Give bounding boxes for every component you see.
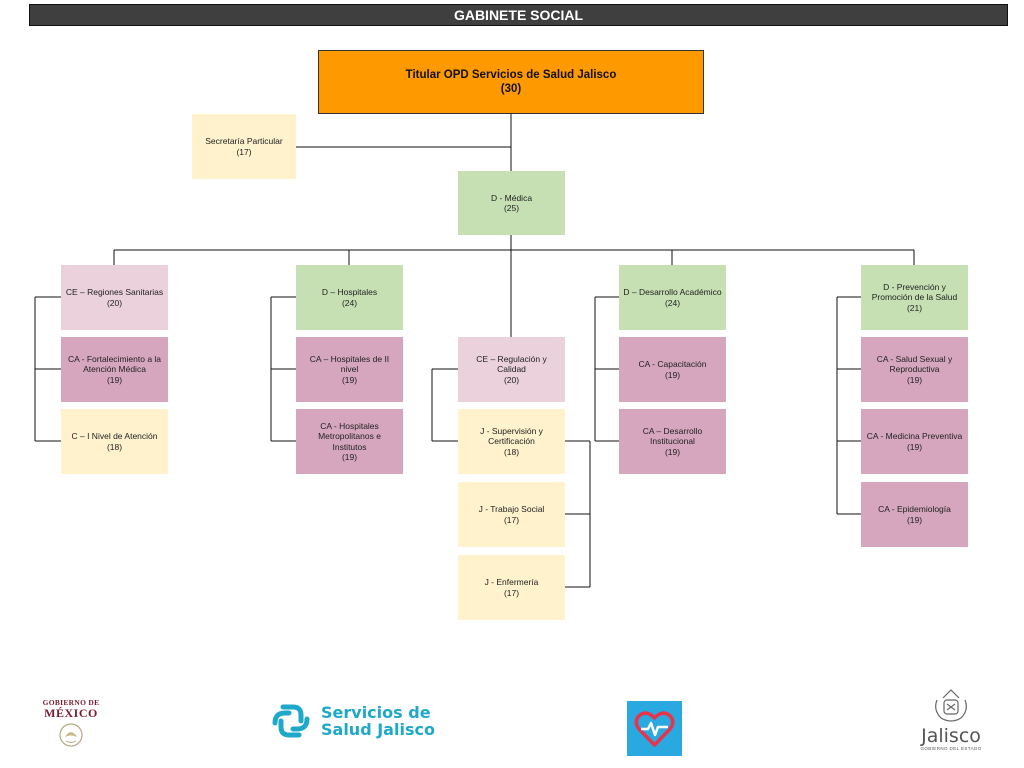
node-regulacion-level: (20)	[503, 374, 520, 385]
node-primer-nivel-level: (18)	[106, 441, 123, 452]
node-prevencion-level: (21)	[906, 302, 923, 313]
node-supervision-level: (18)	[503, 446, 520, 457]
node-primer-nivel: C – I Nivel de Atención (18)	[61, 409, 168, 474]
jalisco-logo: Jalisco GOBIERNO DEL ESTADO	[910, 686, 992, 758]
node-desarrollo-academico: D – Desarrollo Académico (24)	[619, 265, 726, 330]
node-secretaria: Secretaría Particular (17)	[192, 114, 296, 179]
ssj-knot-icon	[272, 704, 310, 738]
node-titular: Titular OPD Servicios de Salud Jalisco (…	[318, 50, 704, 114]
node-desarrollo-academico-name: D – Desarrollo Académico	[623, 287, 722, 297]
node-medica-name: D - Médica	[490, 192, 533, 203]
node-regulacion-name: CE – Regulación y Calidad	[476, 353, 547, 375]
node-hospitales-metro-name: CA - Hospitales Metropolitanos e Institu…	[318, 420, 381, 452]
page-title: GABINETE SOCIAL	[453, 7, 584, 23]
heart-health-logo	[627, 701, 682, 756]
ssj-line2: Salud Jalisco	[321, 720, 435, 739]
node-salud-sexual-level: (19)	[906, 374, 923, 385]
node-hospitales-metro-level: (19)	[341, 452, 358, 462]
heart-pulse-icon	[634, 711, 675, 747]
node-salud-sexual: CA - Salud Sexual y Reproductiva (19)	[861, 337, 968, 402]
node-medicina-preventiva-name: CA - Medicina Preventiva	[866, 431, 963, 441]
node-fortalecimiento: CA - Fortalecimiento a la Atención Médic…	[61, 337, 168, 402]
node-epidemiologia-level: (19)	[906, 514, 923, 525]
node-trabajo-social-name: J - Trabajo Social	[478, 504, 545, 514]
node-regiones-name: CE – Regiones Sanitarias	[65, 287, 164, 297]
node-capacitacion-name: CA - Capacitación	[638, 359, 707, 369]
node-enfermeria-name: J - Enfermería	[484, 577, 539, 587]
page-header: GABINETE SOCIAL	[29, 4, 1008, 26]
eagle-emblem-icon	[59, 723, 83, 747]
node-desarrollo-institucional: CA – Desarrollo Institucional (19)	[619, 409, 726, 474]
node-trabajo-social-level: (17)	[503, 514, 520, 525]
node-fortalecimiento-level: (19)	[106, 374, 123, 385]
node-hospitales: D – Hospitales (24)	[296, 265, 403, 330]
node-medica-level: (25)	[503, 203, 520, 213]
jalisco-sub: GOBIERNO DEL ESTADO	[920, 746, 982, 751]
node-capacitacion-level: (19)	[664, 369, 681, 380]
node-regiones-level: (20)	[106, 297, 123, 308]
node-trabajo-social: J - Trabajo Social (17)	[458, 482, 565, 547]
node-salud-sexual-name: CA - Salud Sexual y Reproductiva	[876, 353, 953, 375]
node-titular-name: Titular OPD Servicios de Salud Jalisco	[405, 69, 617, 81]
node-supervision: J - Supervisión y Certificación (18)	[458, 409, 565, 474]
node-hospitales-ii-level: (19)	[341, 374, 358, 385]
gobierno-mexico-line1: GOBIERNO DE	[42, 698, 100, 707]
node-enfermeria: J - Enfermería (17)	[458, 555, 565, 620]
node-supervision-name: J - Supervisión y Certificación	[480, 425, 543, 447]
node-medica: D - Médica (25)	[458, 171, 565, 235]
node-epidemiologia-name: CA - Epidemiología	[878, 504, 951, 514]
gobierno-mexico-line2: MÉXICO	[44, 706, 98, 720]
node-prevencion-name: D - Prevención y Promoción de la Salud	[871, 281, 958, 303]
node-regiones: CE – Regiones Sanitarias (20)	[61, 265, 168, 330]
node-secretaria-name: Secretaría Particular	[205, 136, 283, 146]
node-desarrollo-academico-level: (24)	[664, 297, 681, 308]
node-hospitales-ii-name: CA – Hospitales de II nivel	[309, 353, 390, 375]
node-hospitales-metro: CA - Hospitales Metropolitanos e Institu…	[296, 409, 403, 474]
node-fortalecimiento-name: CA - Fortalecimiento a la Atención Médic…	[67, 353, 162, 375]
node-titular-level: (30)	[500, 83, 522, 95]
node-medicina-preventiva-level: (19)	[906, 441, 923, 452]
node-hospitales-level: (24)	[341, 297, 358, 308]
node-secretaria-level: (17)	[236, 146, 252, 157]
node-medicina-preventiva: CA - Medicina Preventiva (19)	[861, 409, 968, 474]
ssj-line1: Servicios de	[321, 703, 431, 722]
ssj-logo: Servicios de Salud Jalisco	[269, 698, 449, 744]
node-epidemiologia: CA - Epidemiología (19)	[861, 482, 968, 547]
node-hospitales-ii: CA – Hospitales de II nivel (19)	[296, 337, 403, 402]
node-capacitacion: CA - Capacitación (19)	[619, 337, 726, 402]
jalisco-name: Jalisco	[921, 725, 981, 747]
node-desarrollo-institucional-name: CA – Desarrollo Institucional	[642, 425, 703, 447]
node-hospitales-name: D – Hospitales	[321, 287, 378, 297]
node-enfermeria-level: (17)	[503, 587, 520, 598]
jalisco-crest-icon	[935, 689, 967, 722]
gobierno-mexico-logo: GOBIERNO DE MÉXICO	[36, 698, 106, 754]
node-prevencion: D - Prevención y Promoción de la Salud (…	[861, 265, 968, 330]
node-regulacion: CE – Regulación y Calidad (20)	[458, 337, 565, 402]
node-desarrollo-institucional-level: (19)	[664, 446, 681, 457]
node-primer-nivel-name: C – I Nivel de Atención	[71, 431, 158, 441]
